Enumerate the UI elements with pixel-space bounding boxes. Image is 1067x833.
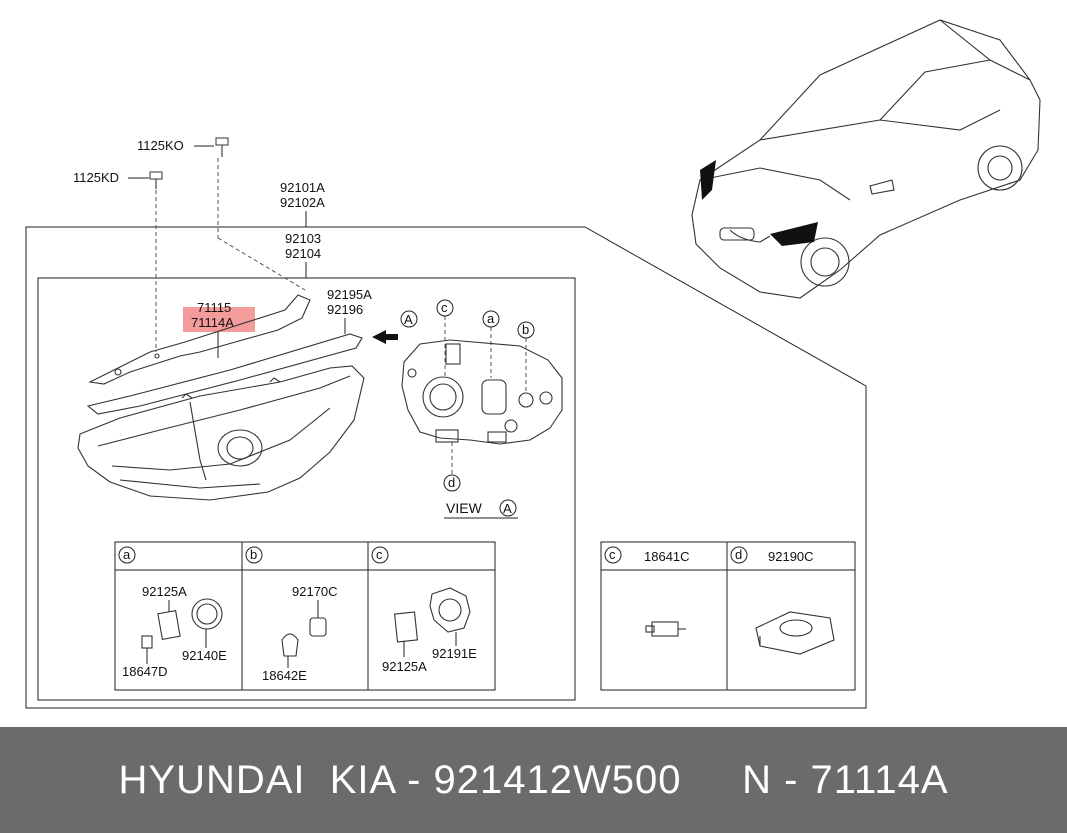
part-label-92104: 92104 xyxy=(285,246,321,261)
detail-table-1 xyxy=(114,541,496,691)
bolt-side-icon xyxy=(149,171,163,352)
detail-b-part-2: 18642E xyxy=(262,668,307,683)
detail-a-part-2: 92140E xyxy=(182,648,227,663)
detail-a-part-1: 92125A xyxy=(142,584,187,599)
detail2-d-circle xyxy=(730,546,748,564)
bolt-side-label: 1125KD xyxy=(73,170,119,185)
cap-adapter-drawing xyxy=(393,587,471,657)
marker-c: c xyxy=(441,300,448,315)
detail-a-circle xyxy=(118,546,136,564)
marker-a: a xyxy=(487,311,495,326)
detail-c-part-1: 92125A xyxy=(382,659,427,674)
vehicle-drawing xyxy=(691,19,1041,299)
callout-A-circle xyxy=(400,310,418,328)
marker-d-circle xyxy=(443,474,461,492)
part-label-71114A: 71114A xyxy=(191,315,234,330)
detail2-c-part: 18641C xyxy=(644,549,690,564)
marker-b: b xyxy=(522,322,529,337)
view-callout: A xyxy=(503,501,512,516)
footer-banner: HYUNDAI KIA - 921412W500 N - 71114A xyxy=(0,727,1067,833)
bolt-top-icon xyxy=(215,137,306,291)
detail2-d-key: d xyxy=(735,547,742,562)
assembly-frame xyxy=(25,226,867,709)
detail-c-circle xyxy=(371,546,389,564)
view-label: VIEW xyxy=(446,500,483,516)
detail-a-key: a xyxy=(123,547,131,562)
part-label-92195A: 92195A xyxy=(327,287,372,302)
callout-A: A xyxy=(404,312,413,327)
headlamp-frame xyxy=(37,277,576,701)
ballast-drawing xyxy=(755,611,835,655)
view-arrow-icon xyxy=(372,330,398,344)
highlight-71114A xyxy=(183,307,255,332)
hid-bulb-drawing xyxy=(645,621,686,637)
headlamp-drawing xyxy=(77,365,365,501)
detail-c-part-2: 92191E xyxy=(432,646,477,661)
detail-b-circle xyxy=(245,546,263,564)
detail-c-key: c xyxy=(376,547,383,562)
part-label-71115: 71115 xyxy=(197,300,231,315)
cap-gasket-drawing xyxy=(141,598,223,664)
trim-bracket-drawing xyxy=(88,294,311,385)
detail-b-part-1: 92170C xyxy=(292,584,338,599)
view-callout-circle xyxy=(499,499,517,517)
detail-a-part-3: 18647D xyxy=(122,664,168,679)
detail2-c-key: c xyxy=(609,547,616,562)
marker-d: d xyxy=(448,475,455,490)
part-label-92103: 92103 xyxy=(285,231,321,246)
detail-b-key: b xyxy=(250,547,257,562)
seal-strip-drawing xyxy=(86,333,363,415)
bulb-socket-drawing xyxy=(281,600,327,668)
part-label-92101A: 92101A xyxy=(280,180,325,195)
detail2-c-circle xyxy=(604,546,622,564)
headlamp-rear-view-drawing xyxy=(401,339,563,445)
bolt-top-label: 1125KO xyxy=(137,138,184,153)
footer-part-number: HYUNDAI KIA - 921412W500 N - 71114A xyxy=(118,757,949,802)
detail-table-2 xyxy=(600,541,856,691)
part-label-92196: 92196 xyxy=(327,302,363,317)
part-label-92102A: 92102A xyxy=(280,195,325,210)
detail2-d-part: 92190C xyxy=(768,549,814,564)
